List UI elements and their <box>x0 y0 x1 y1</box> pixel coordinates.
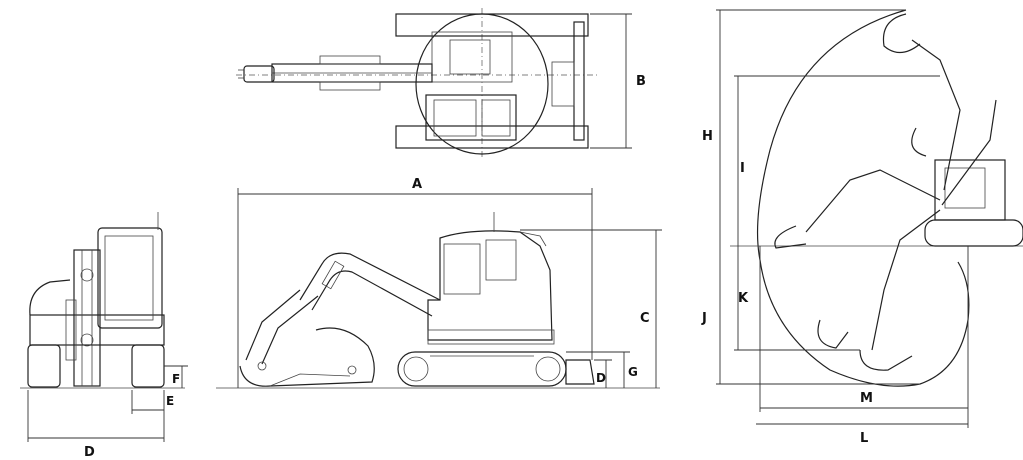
working-range-view <box>716 9 1023 428</box>
label-E: E <box>166 394 174 408</box>
front-view <box>20 212 188 442</box>
top-view <box>236 8 632 160</box>
label-B: B <box>636 74 646 89</box>
label-D-side: D <box>596 371 606 385</box>
label-M: M <box>860 391 873 406</box>
label-D-front: D <box>84 445 95 460</box>
side-view <box>216 188 662 389</box>
label-J: J <box>701 311 707 326</box>
label-A: A <box>412 177 422 192</box>
label-C: C <box>640 311 650 326</box>
label-I: I <box>740 161 745 176</box>
label-G: G <box>628 365 638 379</box>
label-L: L <box>860 431 868 446</box>
label-H: H <box>702 129 713 144</box>
label-K: K <box>738 291 749 306</box>
label-F: F <box>172 372 180 386</box>
